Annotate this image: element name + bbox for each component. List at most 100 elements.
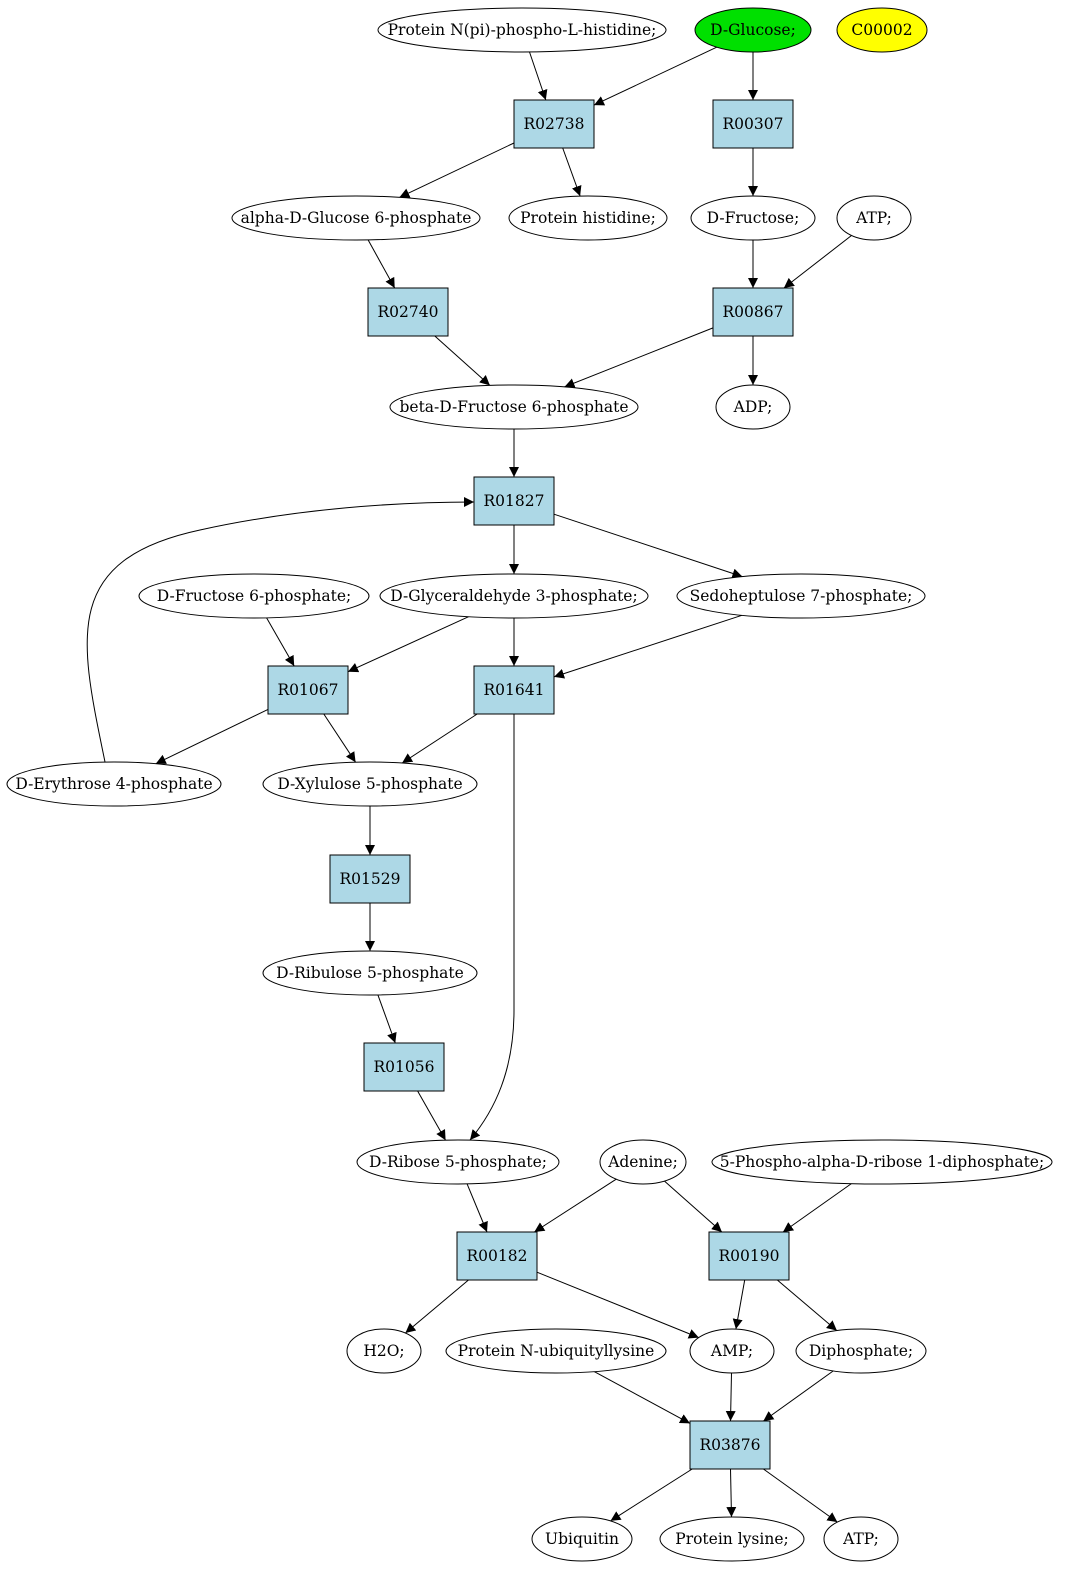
node-label: D-Ribulose 5-phosphate [276, 964, 464, 982]
edge-c_protein_nphospho-to-r_R02738 [529, 51, 548, 101]
node-label: Sedoheptulose 7-phosphate; [690, 587, 913, 605]
compound-ellipse [138, 573, 370, 619]
compound-ellipse [659, 1516, 805, 1562]
reaction-node-r_R00190[interactable]: R00190 [708, 1231, 790, 1281]
compound-ellipse [715, 384, 791, 430]
compound-node-c_dglucose[interactable]: D-Glucose; [694, 7, 812, 53]
edge-layer [86, 46, 852, 1523]
edge-r_R00182-to-c_h2o [405, 1279, 469, 1334]
compound-ellipse [676, 573, 926, 619]
compound-node-c_h2o[interactable]: H2O; [346, 1328, 422, 1374]
compound-node-c_diphosphate[interactable]: Diphosphate; [795, 1328, 927, 1374]
compound-node-c_adenine[interactable]: Adenine; [599, 1139, 687, 1185]
edge-r_R00190-to-c_diphosphate [776, 1279, 838, 1331]
compound-node-c_adp[interactable]: ADP; [715, 384, 791, 430]
edge-c_e4p-to-r_R01827 [86, 497, 475, 763]
edge-c_r5p-to-r_R00182 [466, 1183, 488, 1233]
compound-node-c_s7p[interactable]: Sedoheptulose 7-phosphate; [676, 573, 926, 619]
compound-ellipse [262, 950, 478, 996]
compound-ellipse [836, 7, 928, 53]
compound-node-c_c00002[interactable]: C00002 [836, 7, 928, 53]
node-label: Diphosphate; [809, 1342, 913, 1360]
edge-r_R00182-to-c_amp [536, 1271, 699, 1339]
node-label: D-Fructose; [707, 209, 800, 227]
reaction-box [367, 287, 449, 337]
node-label: Adenine; [607, 1153, 678, 1171]
compound-ellipse [262, 761, 478, 807]
edge-r_R00867-to-c_bfru6p [564, 327, 714, 388]
node-label: C00002 [851, 21, 912, 39]
reaction-node-r_R00307[interactable]: R00307 [712, 99, 794, 149]
node-label: H2O; [363, 1342, 404, 1360]
reaction-node-r_R01529[interactable]: R01529 [329, 854, 411, 904]
reaction-box [329, 854, 411, 904]
compound-node-c_prot_ubi[interactable]: Protein N-ubiquityllysine [445, 1328, 667, 1374]
compound-ellipse [690, 195, 816, 241]
node-label: D-Ribose 5-phosphate; [369, 1153, 547, 1171]
reaction-node-r_R01067[interactable]: R01067 [267, 665, 349, 715]
node-label: R02738 [524, 115, 585, 133]
reaction-node-r_R01827[interactable]: R01827 [473, 476, 555, 526]
compound-node-c_amp[interactable]: AMP; [689, 1328, 775, 1374]
reaction-node-r_R01056[interactable]: R01056 [363, 1042, 445, 1092]
edge-r_R03876-to-c_ubiquitin [610, 1468, 693, 1522]
reaction-node-r_R03876[interactable]: R03876 [689, 1420, 771, 1470]
reaction-box [712, 287, 794, 337]
compound-ellipse [6, 761, 222, 807]
reaction-box [513, 99, 595, 149]
compound-ellipse [836, 195, 912, 241]
edge-r_R01067-to-c_e4p [155, 708, 269, 765]
node-label: R02740 [378, 303, 439, 321]
compound-node-c_ru5p[interactable]: D-Ribulose 5-phosphate [262, 950, 478, 996]
compound-node-c_e4p[interactable]: D-Erythrose 4-phosphate [6, 761, 222, 807]
compound-ellipse [689, 1328, 775, 1374]
compound-node-c_r5p[interactable]: D-Ribose 5-phosphate; [356, 1139, 560, 1185]
edge-c_diphosphate-to-r_R03876 [763, 1370, 834, 1422]
compound-node-c_dfructose[interactable]: D-Fructose; [690, 195, 816, 241]
edge-r_R00190-to-c_amp [732, 1279, 746, 1330]
node-label: R01827 [484, 492, 545, 510]
edge-r_R03876-to-c_protein_lys [726, 1468, 737, 1518]
reaction-box [708, 1231, 790, 1281]
edge-c_adenine-to-r_R00182 [534, 1178, 617, 1233]
node-label: AMP; [710, 1342, 753, 1360]
compound-ellipse [231, 195, 481, 241]
reaction-node-r_R02738[interactable]: R02738 [513, 99, 595, 149]
compound-node-c_atp1[interactable]: ATP; [836, 195, 912, 241]
compound-ellipse [356, 1139, 560, 1185]
reaction-node-r_R00867[interactable]: R00867 [712, 287, 794, 337]
edge-c_ru5p-to-r_R01056 [377, 994, 397, 1044]
compound-node-c_ubiquitin[interactable]: Ubiquitin [531, 1516, 633, 1562]
node-label: R01056 [374, 1058, 435, 1076]
node-label: Protein histidine; [520, 209, 656, 227]
edge-r_R02738-to-c_aglc6p [399, 142, 515, 198]
compound-node-c_bfru6p[interactable]: beta-D-Fructose 6-phosphate [389, 384, 639, 430]
node-label: R03876 [700, 1436, 761, 1454]
reaction-node-r_R02740[interactable]: R02740 [367, 287, 449, 337]
edge-c_aglc6p-to-r_R02740 [367, 239, 396, 289]
node-label: R00307 [723, 115, 784, 133]
compound-ellipse [445, 1328, 667, 1374]
reaction-box [456, 1231, 538, 1281]
compound-node-c_g3p[interactable]: D-Glyceraldehyde 3-phosphate; [379, 573, 649, 619]
compound-node-c_protein_his[interactable]: Protein histidine; [508, 195, 668, 241]
compound-ellipse [823, 1516, 899, 1562]
reaction-box [473, 476, 555, 526]
node-label: D-Erythrose 4-phosphate [15, 775, 212, 793]
compound-node-c_protein_nphospho[interactable]: Protein N(pi)-phospho-L-histidine; [377, 7, 667, 53]
reaction-node-r_R01641[interactable]: R01641 [473, 665, 555, 715]
compound-node-c_x5p[interactable]: D-Xylulose 5-phosphate [262, 761, 478, 807]
compound-node-c_dfru6p[interactable]: D-Fructose 6-phosphate; [138, 573, 370, 619]
node-label: ATP; [855, 209, 892, 227]
edge-c_dglucose-to-r_R02738 [593, 46, 717, 106]
compound-node-c_protein_lys[interactable]: Protein lysine; [659, 1516, 805, 1562]
compound-node-c_atp2[interactable]: ATP; [823, 1516, 899, 1562]
compound-node-c_prpp[interactable]: 5-Phospho-alpha-D-ribose 1-diphosphate; [711, 1139, 1053, 1185]
compound-ellipse [389, 384, 639, 430]
compound-node-c_aglc6p[interactable]: alpha-D-Glucose 6-phosphate [231, 195, 481, 241]
compound-ellipse [795, 1328, 927, 1374]
edge-c_atp1-to-r_R00867 [783, 235, 852, 289]
node-label: R00182 [467, 1247, 528, 1265]
reaction-node-r_R00182[interactable]: R00182 [456, 1231, 538, 1281]
